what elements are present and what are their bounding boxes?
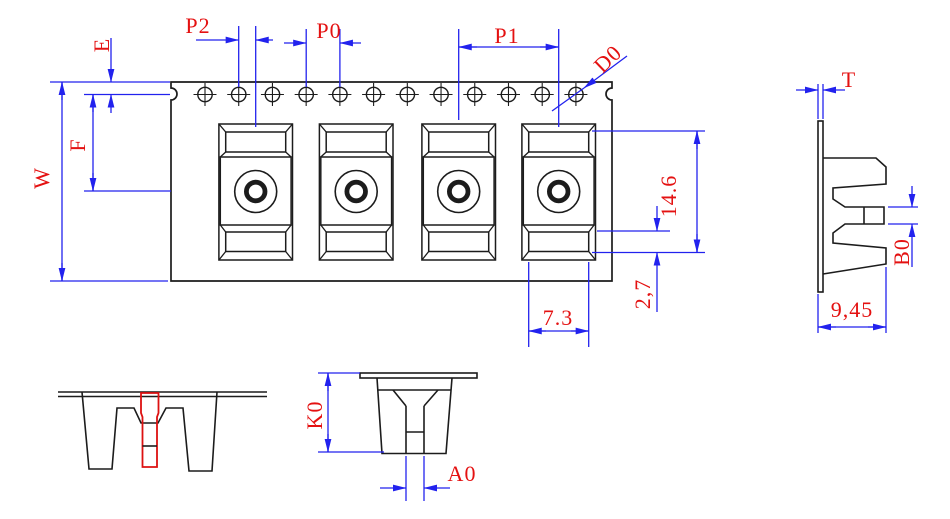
sprocket-hole [395,83,419,106]
dim-label-14-6: 14.6 [656,174,681,218]
dim-label-7-3: 7.3 [542,305,574,330]
dim-label-E: E [89,37,114,53]
tape-top-view [170,81,613,282]
sprocket-hole [530,83,554,106]
component-outer-circle [334,169,379,214]
component-inner-ring [344,179,368,204]
dim-D0-leader [583,55,628,89]
sprocket-hole [193,83,217,106]
sprocket-hole [496,83,520,106]
pocket-profile-dimensions [318,372,450,501]
component-inner-ring [243,179,268,204]
sprocket-holes [193,83,588,106]
component-outer-circle [233,169,278,214]
tape-top-view-dimensions [50,26,705,347]
pocket [421,123,497,261]
dim-label-K0: K0 [302,400,327,430]
tape-strip-section [817,120,824,293]
tape-side-view [817,120,887,293]
dim-label-T: T [841,67,857,92]
pocket [218,123,294,261]
pocket [521,123,597,261]
pocket-profile-view [359,372,478,455]
dim-label-P0: P0 [316,18,342,43]
pocket-body [376,377,453,455]
flange [359,372,478,379]
pocket-profile-outline [822,157,887,275]
dim-label-9-45: 9,45 [830,297,874,322]
sprocket-hole [429,83,453,106]
tape-side-view-dimensions [796,84,918,333]
dim-label-P1: P1 [494,23,520,48]
dim-label-2-7: 2,7 [630,278,655,310]
component-outer-circle [436,169,481,214]
component-inner-ring [447,179,471,204]
pocket-front-section [58,391,267,472]
component-highlight [140,392,160,468]
component-outer-circle [536,169,581,214]
pocket-walls-outline [81,391,218,472]
pocket [318,123,394,261]
sprocket-hole [362,83,386,106]
component-inner-ring [547,179,571,204]
sprocket-hole [463,83,487,106]
dim-label-A0: A0 [447,461,477,486]
dim-label-W: W [29,167,54,189]
dim-label-P2: P2 [185,13,211,38]
dim-label-F: F [65,138,90,152]
pockets [218,123,597,261]
tape-outline [170,81,613,282]
sprocket-hole [260,83,284,106]
dim-label-B0: B0 [889,238,914,266]
funnel-left [392,389,407,407]
funnel-right [423,389,439,407]
